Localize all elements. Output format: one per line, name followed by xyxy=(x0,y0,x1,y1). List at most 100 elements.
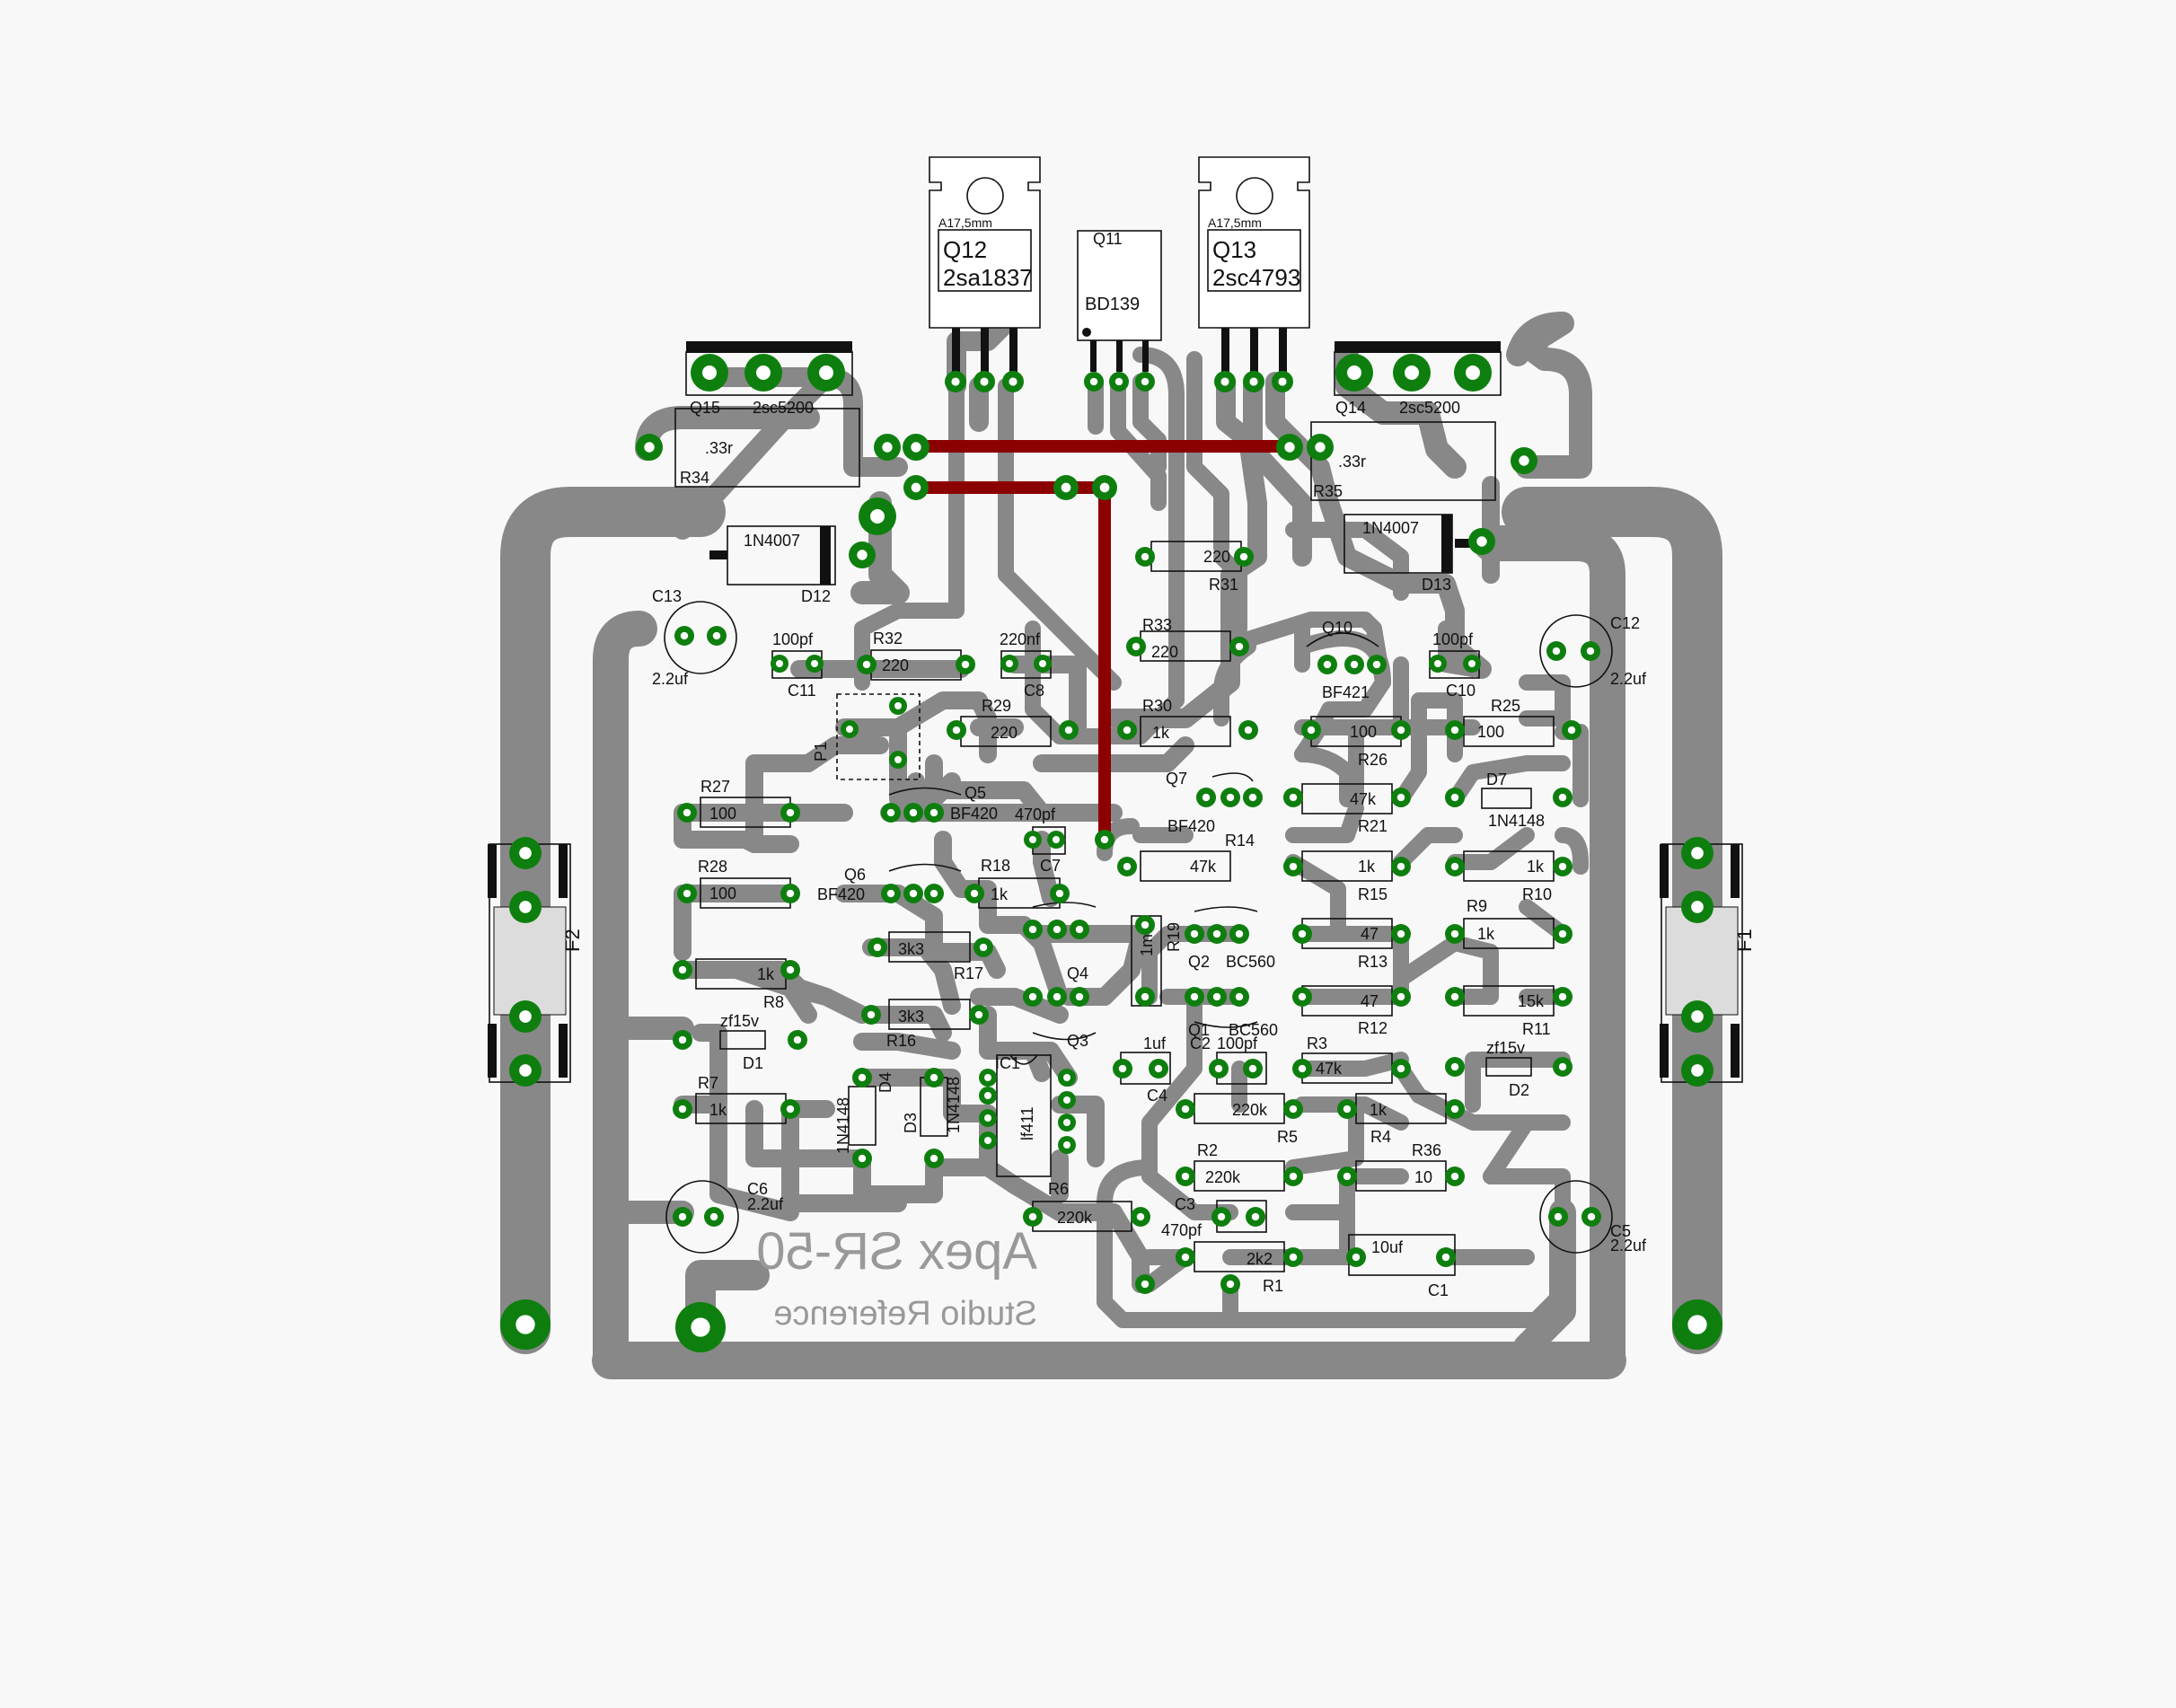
drill-hole xyxy=(1154,1064,1163,1073)
drill-hole xyxy=(1028,925,1037,934)
drill-hole xyxy=(984,1074,991,1081)
c11-ref: C11 xyxy=(788,682,816,700)
drill-hole xyxy=(1075,925,1084,934)
drill-hole xyxy=(1396,726,1405,735)
drill-hole xyxy=(952,726,961,735)
r11-ref: R11 xyxy=(1522,1020,1551,1038)
r21-value: 47k xyxy=(1350,790,1377,808)
drill-hole xyxy=(1064,726,1073,735)
p1-ref: P1 xyxy=(812,742,830,762)
q3-ref: Q3 xyxy=(1067,1032,1088,1050)
drill-hole xyxy=(1061,482,1071,493)
r30-ref: R30 xyxy=(1142,697,1172,715)
r13-value: 47 xyxy=(1361,925,1379,943)
drill-hole xyxy=(1691,1010,1704,1023)
drill-hole xyxy=(1396,862,1405,871)
c11-value: 100pf xyxy=(772,630,814,648)
r14-value: 47k xyxy=(1190,858,1217,876)
c5-value: 2.2uf xyxy=(1610,1237,1647,1255)
r35-value: .33r xyxy=(1338,453,1366,471)
r25-ref: R25 xyxy=(1491,697,1520,715)
c4-value: 1uf xyxy=(1143,1034,1167,1052)
q13-note: A17,5mm xyxy=(1208,216,1262,230)
drill-hole xyxy=(519,1010,532,1023)
d4-value: 1N4148 xyxy=(834,1097,852,1154)
drill-hole xyxy=(1558,1062,1567,1071)
drill-hole xyxy=(1691,847,1704,859)
d1-value: zf15v xyxy=(720,1012,759,1030)
r4-value: 1k xyxy=(1370,1101,1388,1119)
drill-hole xyxy=(519,1064,532,1077)
drill-hole xyxy=(1190,992,1199,1001)
r5-value: 220k xyxy=(1232,1101,1268,1119)
d2-value: zf15v xyxy=(1486,1039,1525,1057)
drill-hole xyxy=(846,726,853,733)
drill-hole xyxy=(1558,929,1567,938)
drill-hole xyxy=(979,943,988,952)
drill-hole xyxy=(776,660,783,667)
drill-hole xyxy=(1298,992,1307,1001)
pads xyxy=(500,354,1722,1352)
drill-hole xyxy=(980,377,989,386)
drill-hole xyxy=(1226,1280,1235,1289)
drill-hole xyxy=(1141,920,1150,929)
drill-hole xyxy=(786,808,795,817)
drill-hole xyxy=(1235,642,1244,651)
ic1-part: lf411 xyxy=(1018,1106,1036,1140)
d3-ref: D3 xyxy=(902,1113,920,1133)
drill-hole xyxy=(1278,377,1287,386)
q6-part: BF420 xyxy=(817,885,865,903)
r31-value: 220 xyxy=(1203,548,1230,566)
drill-hole xyxy=(951,377,960,386)
c1-value: 10uf xyxy=(1371,1238,1404,1256)
r4-ref: R4 xyxy=(1370,1128,1391,1146)
r29-value: 220 xyxy=(991,724,1018,742)
r6-ref: R6 xyxy=(1048,1180,1069,1198)
drill-hole xyxy=(786,965,795,974)
drill-hole xyxy=(515,1315,535,1334)
drill-hole xyxy=(1132,642,1141,651)
drill-hole xyxy=(1347,365,1361,380)
drill-hole xyxy=(678,1212,687,1221)
drill-hole xyxy=(1063,1119,1070,1126)
drill-hole xyxy=(1289,1105,1298,1114)
d4-ref: D4 xyxy=(877,1072,894,1093)
r26-ref: R26 xyxy=(1358,751,1388,769)
drill-hole xyxy=(819,365,833,380)
board-subtitle: Studio Reference xyxy=(773,1295,1037,1333)
drill-hole xyxy=(756,365,771,380)
r19-value: 1m xyxy=(1138,934,1156,956)
drill-hole xyxy=(1063,1074,1070,1081)
r28-ref: R28 xyxy=(698,858,727,876)
r26-value: 100 xyxy=(1350,723,1377,741)
drill-hole xyxy=(894,756,902,763)
drill-hole xyxy=(1691,1064,1704,1077)
supply-rails xyxy=(500,487,1722,1379)
q6-ref: Q6 xyxy=(844,866,866,884)
drill-hole xyxy=(1323,660,1332,669)
drill-hole xyxy=(1039,660,1046,667)
board-title: Apex SR-50 xyxy=(756,1222,1037,1281)
r10-ref: R10 xyxy=(1522,885,1552,903)
r16-value: 3k3 xyxy=(898,1008,924,1026)
drill-hole xyxy=(1586,647,1595,656)
c1-ref: C1 xyxy=(1428,1281,1449,1299)
r21-ref: R21 xyxy=(1358,817,1388,835)
drill-hole xyxy=(1212,992,1221,1001)
drill-hole xyxy=(882,442,893,453)
c7-value: 470pf xyxy=(1015,806,1056,823)
r28-value: 100 xyxy=(709,885,736,902)
q4-ref: Q4 xyxy=(1067,964,1088,982)
drill-hole xyxy=(1063,1096,1070,1104)
c2-value: 100pf xyxy=(1217,1034,1258,1052)
drill-hole xyxy=(691,1317,710,1337)
drill-hole xyxy=(911,482,921,493)
drill-hole xyxy=(1202,793,1211,802)
drill-hole xyxy=(1343,1105,1352,1114)
drill-hole xyxy=(678,1105,687,1114)
q14-ref: Q14 xyxy=(1335,399,1366,417)
drill-hole xyxy=(1249,377,1258,386)
drill-hole xyxy=(1587,1212,1596,1221)
drill-hole xyxy=(1468,660,1476,667)
r17-value: 3k3 xyxy=(898,940,924,958)
